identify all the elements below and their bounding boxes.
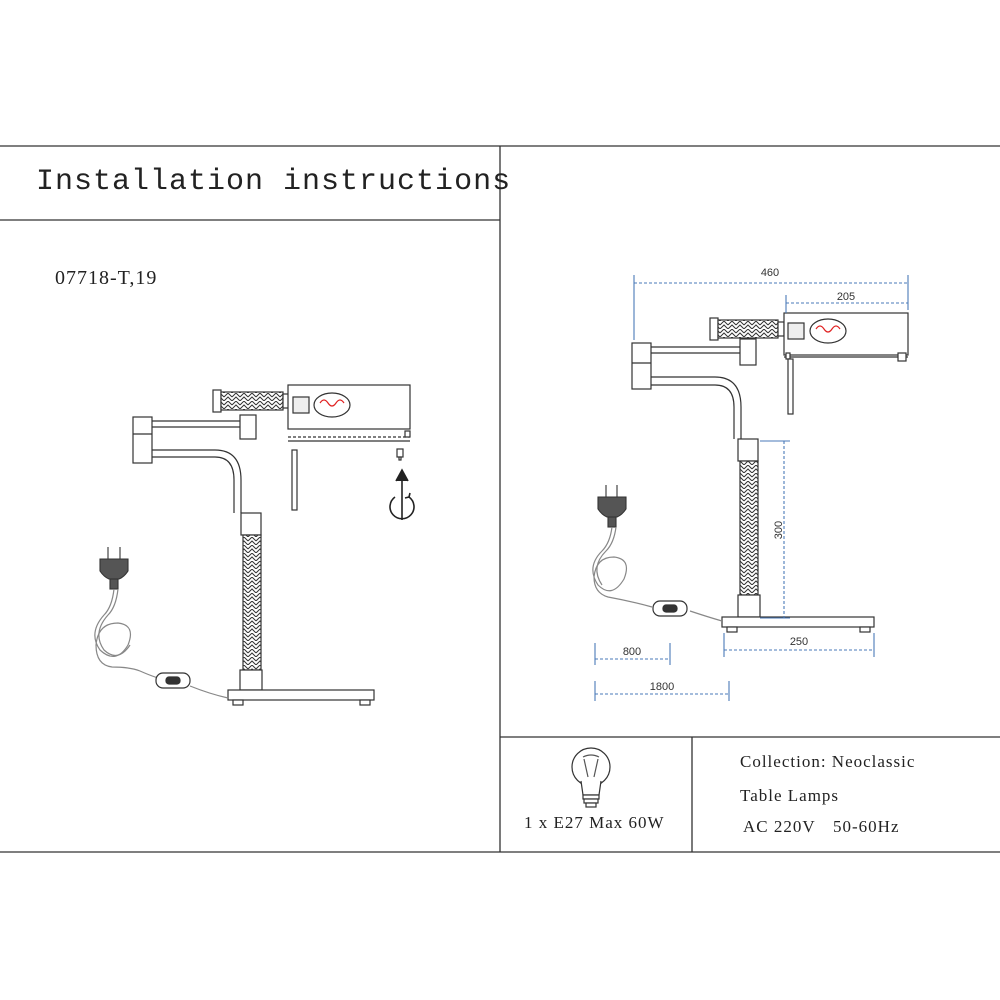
- power-cable-left: [94, 588, 229, 699]
- voltage-label: AC 220V: [743, 817, 816, 836]
- switch-icon: [155, 672, 191, 689]
- dimension-lines: [594, 275, 909, 701]
- frequency-label: 50-60Hz: [833, 817, 900, 836]
- dim-shade-width: 205: [837, 291, 855, 303]
- shade-bulb-right: [787, 318, 847, 344]
- model-code: 07718-T,19: [55, 267, 158, 289]
- bulb-icon: [571, 747, 611, 808]
- dim-cable-total: 1800: [650, 681, 674, 693]
- bulb-spec: 1 x E27 Max 60W: [524, 813, 665, 832]
- frame-lines: 460 205 300 250 800 1800: [0, 145, 1000, 853]
- dim-cable-switch: 800: [623, 646, 641, 658]
- rotate-arrow-icon: [389, 468, 415, 520]
- dim-height: 300: [773, 521, 785, 539]
- power-cable-right: [592, 526, 723, 622]
- dim-base-width: 250: [790, 636, 808, 648]
- plug-icon: [99, 547, 129, 590]
- page-title: Installation instructions: [36, 165, 512, 199]
- instruction-sheet: 460 205 300 250 800 1800 Installation in…: [0, 145, 1000, 853]
- lamp-drawing-left: [132, 384, 411, 706]
- shade-bulb-left: [292, 392, 351, 418]
- plug-icon-right: [597, 485, 627, 528]
- lamp-drawing-right: [631, 312, 909, 633]
- collection-label: Collection: Neoclassic: [740, 752, 916, 771]
- category-label: Table Lamps: [740, 786, 840, 805]
- dim-total-width: 460: [761, 267, 779, 279]
- switch-icon-right: [652, 600, 688, 617]
